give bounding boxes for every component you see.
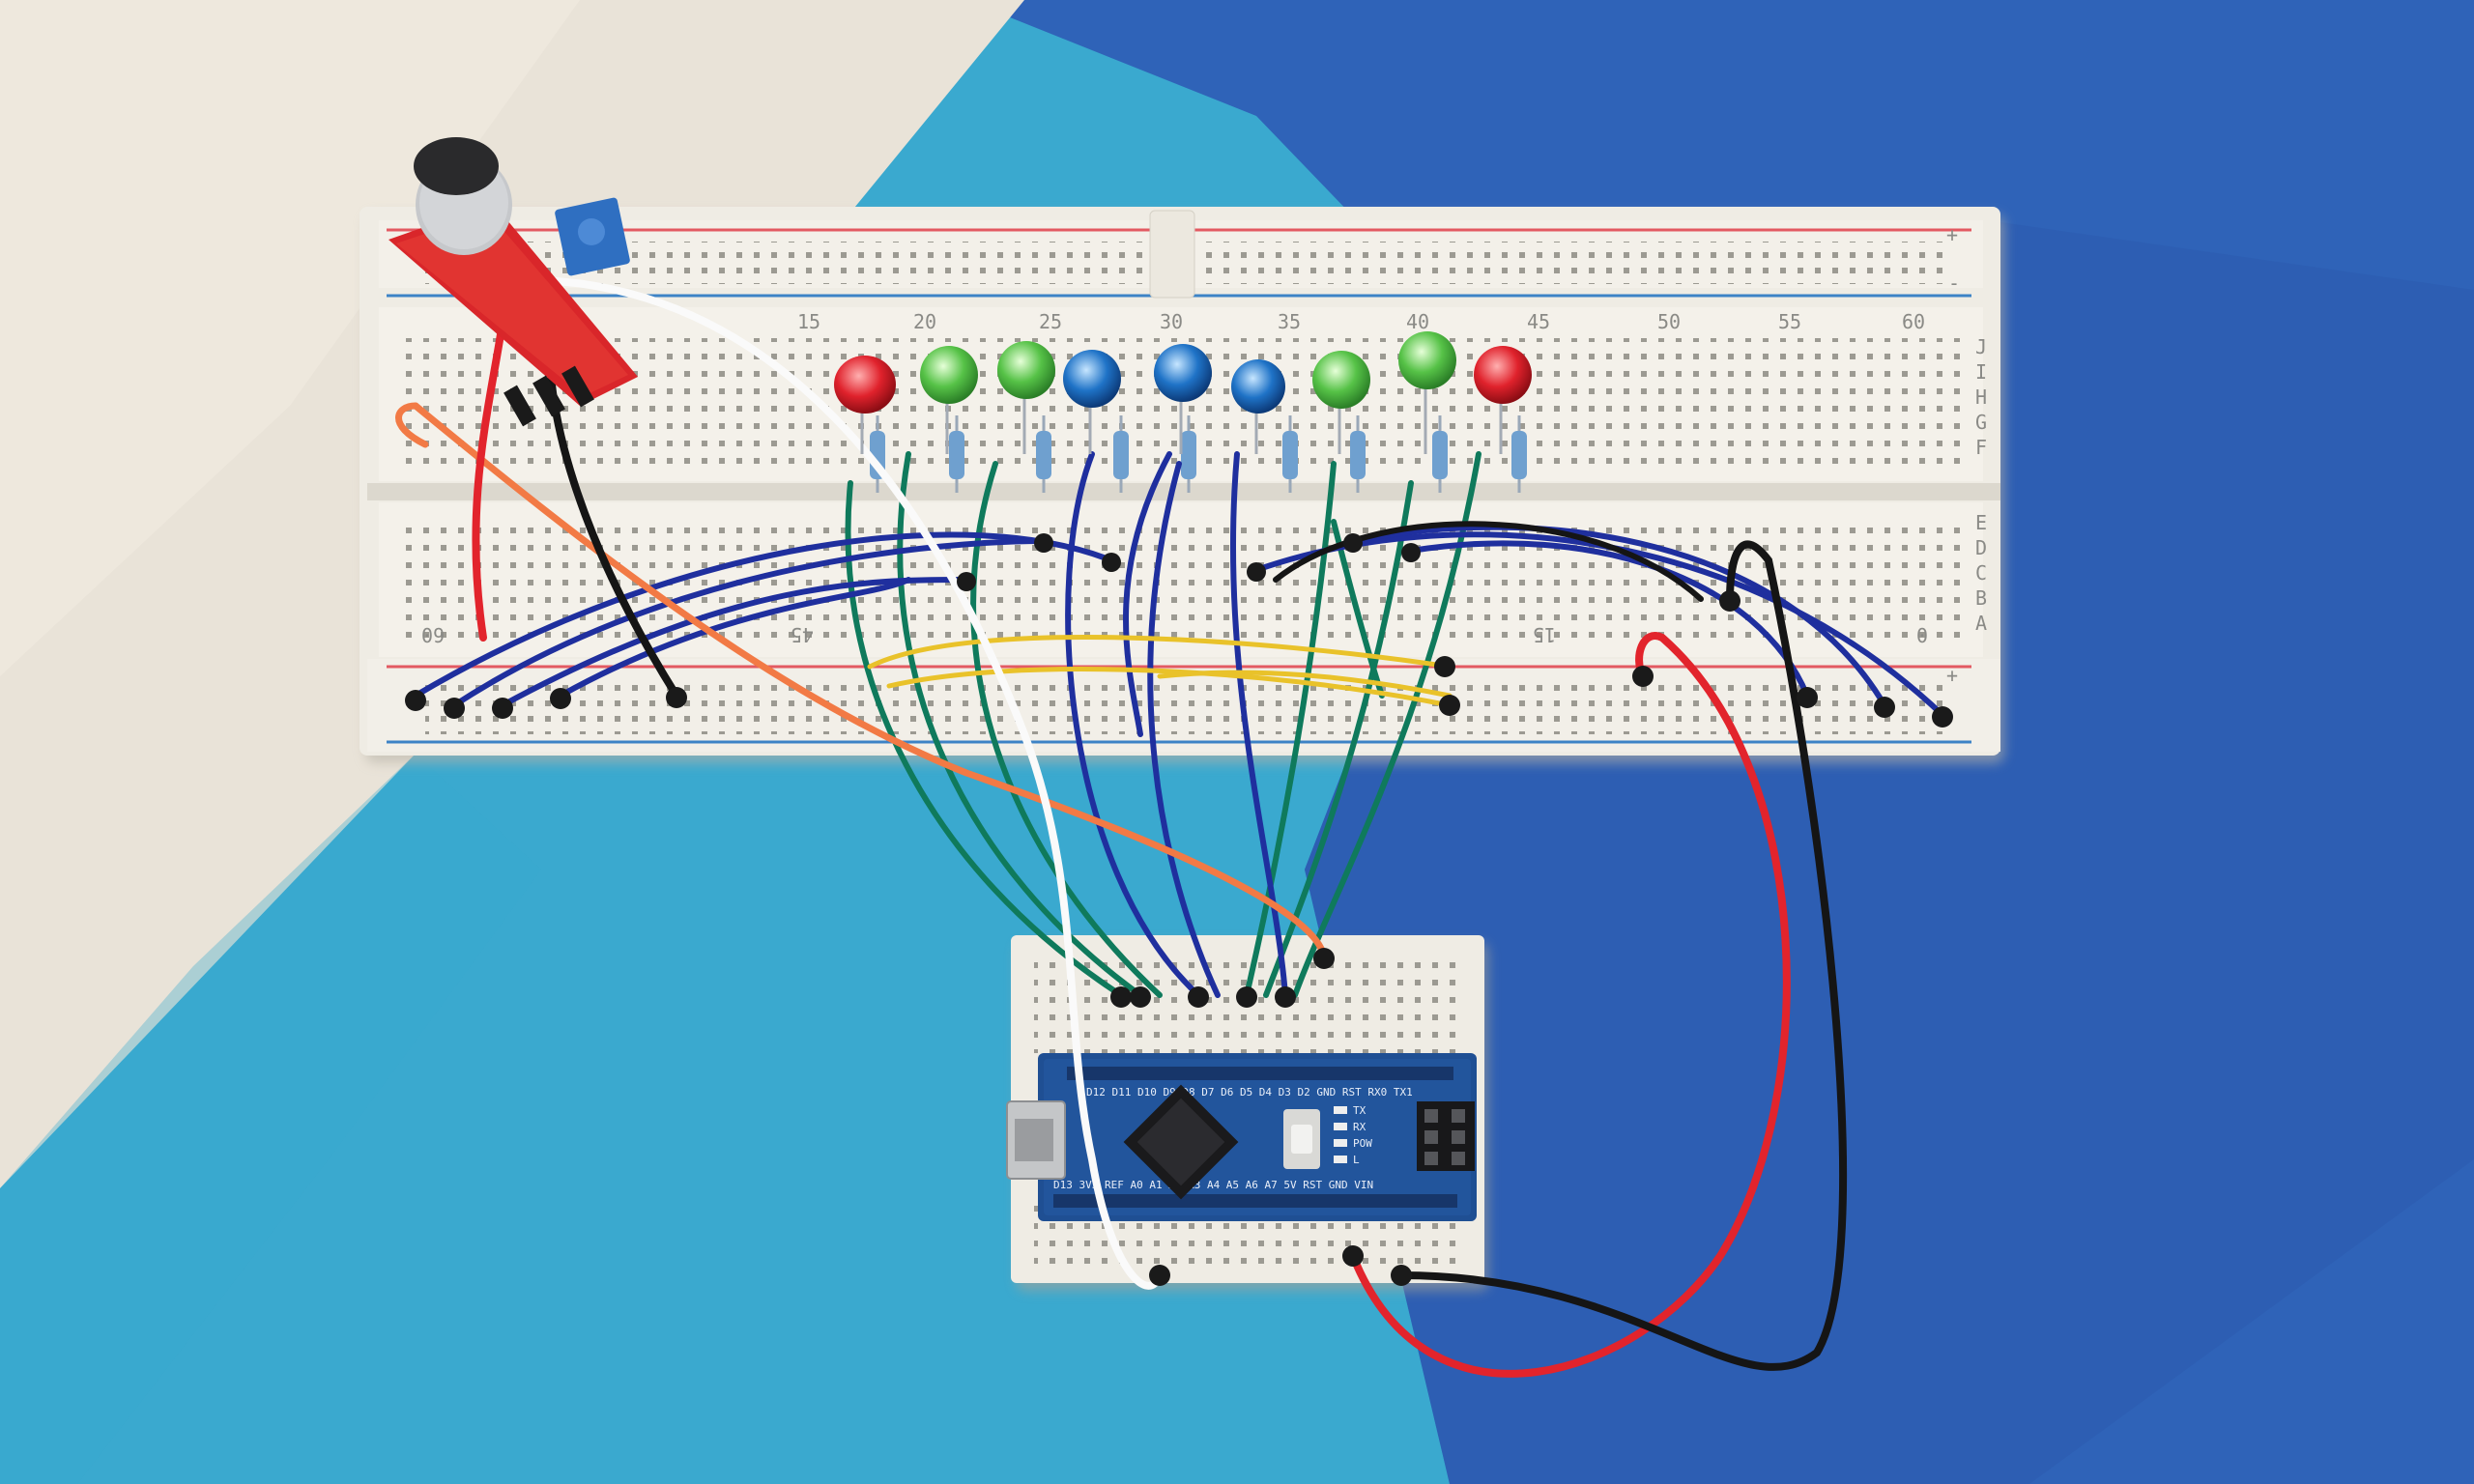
rail-minus-top: - xyxy=(1948,271,1960,295)
column-label-55: 55 xyxy=(1778,310,1801,333)
bottom-pin-labels: D13 3V3 REF A0 A1 A2 A3 A4 A5 A6 A7 5V R… xyxy=(1053,1179,1373,1191)
row-letter-i: I xyxy=(1975,360,1987,384)
led-label-rx: RX xyxy=(1353,1121,1366,1133)
row-letter-e: E xyxy=(1975,511,1987,534)
column-label-45: 45 xyxy=(1527,310,1550,333)
bottom-header-pins xyxy=(1053,1194,1457,1208)
lower-label-15: 15 xyxy=(1533,623,1556,646)
led-red-1 xyxy=(834,356,896,454)
black-wire-ground xyxy=(1397,540,1848,1371)
led-green-3 xyxy=(1312,351,1370,454)
led-blue-3 xyxy=(1231,359,1285,454)
lower-label-45: 45 xyxy=(791,623,814,646)
microphone-icon xyxy=(414,137,512,255)
status-leds: TX RX POW L xyxy=(1334,1104,1372,1166)
column-label-50: 50 xyxy=(1657,310,1681,333)
column-label-25: 25 xyxy=(1039,310,1062,333)
top-header-pins xyxy=(1067,1067,1453,1080)
column-label-20: 20 xyxy=(913,310,936,333)
orange-wire xyxy=(412,402,1328,960)
yellow-wires xyxy=(867,635,1453,708)
led-blue-1 xyxy=(1063,350,1121,454)
main-breadboard: 15 20 25 30 35 40 45 50 55 60 60 45 15 0… xyxy=(360,207,2004,763)
column-label-60: 60 xyxy=(1902,310,1925,333)
column-label-30: 30 xyxy=(1160,310,1183,333)
row-letter-c: C xyxy=(1975,561,1987,585)
column-label-35: 35 xyxy=(1278,310,1301,333)
row-letter-f: F xyxy=(1975,436,1987,459)
led-blue-2 xyxy=(1154,344,1212,454)
row-letter-j: J xyxy=(1975,335,1987,358)
row-letter-g: G xyxy=(1975,411,1987,434)
white-wire xyxy=(537,276,1164,1290)
arduino-nano: D12 D11 D10 D9 D8 D7 D6 D5 D4 D3 D2 GND … xyxy=(1006,1053,1477,1221)
led-label-l: L xyxy=(1353,1154,1360,1166)
led-label-pow: POW xyxy=(1353,1137,1372,1150)
led-green-4 xyxy=(1398,331,1456,454)
led-green-2 xyxy=(997,341,1055,454)
row-letter-a: A xyxy=(1975,612,1987,635)
lower-label-60: 60 xyxy=(421,623,445,646)
rail-plus-top: + xyxy=(1946,223,1958,246)
led-green-1 xyxy=(920,346,978,454)
sound-sensor-module xyxy=(388,137,638,427)
resistors xyxy=(870,415,1527,493)
wires xyxy=(395,238,1953,1378)
led-red-2 xyxy=(1474,346,1532,454)
lower-label-0: 0 xyxy=(1916,623,1928,646)
icsp-header xyxy=(1417,1101,1475,1171)
led-row xyxy=(834,331,1532,454)
top-pin-labels: D12 D11 D10 D9 D8 D7 D6 D5 D4 D3 D2 GND … xyxy=(1086,1086,1413,1099)
row-letter-b: B xyxy=(1975,586,1987,610)
row-letter-h: H xyxy=(1975,385,1987,409)
column-label-40: 40 xyxy=(1406,310,1429,333)
row-letter-d: D xyxy=(1975,536,1987,559)
led-label-tx: TX xyxy=(1353,1104,1366,1117)
column-label-15: 15 xyxy=(797,310,820,333)
rail-plus-bottom: + xyxy=(1946,664,1958,687)
red-wire-power xyxy=(1349,632,1791,1378)
